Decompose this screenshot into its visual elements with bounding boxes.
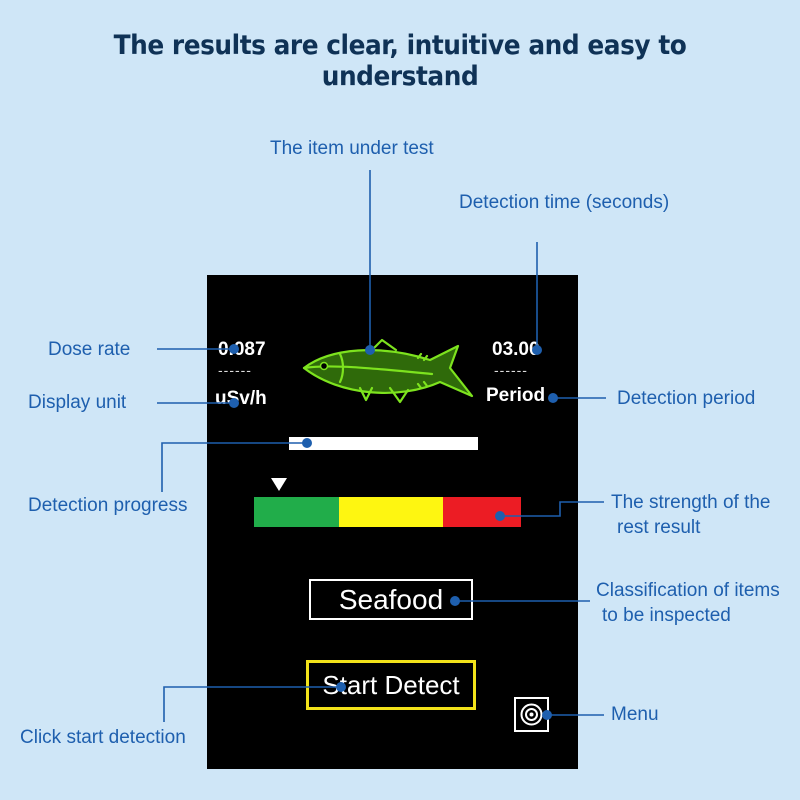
detection-time-divider: ------ (494, 362, 528, 378)
result-scale-green (254, 497, 339, 527)
callout-dose-rate: Dose rate (48, 339, 131, 360)
callout-classification-line2: to be inspected (602, 605, 731, 626)
dose-rate-value: 0.087 (218, 339, 266, 360)
detection-time-value: 03.00 (492, 339, 540, 360)
headline: The results are clear, intuitive and eas… (113, 30, 687, 92)
start-detect-button[interactable]: Start Detect (306, 660, 476, 710)
callout-strength-line1: The strength of the (611, 492, 771, 513)
period-label: Period (486, 385, 546, 406)
menu-button[interactable] (514, 697, 549, 732)
display-unit: uSv/h (215, 388, 267, 409)
result-scale-red (443, 497, 521, 527)
dose-rate-divider: ------ (218, 362, 252, 378)
target-menu-icon (520, 703, 543, 726)
callout-strength-line2: rest result (617, 517, 701, 538)
category-selector[interactable]: Seafood (309, 579, 473, 620)
result-marker (271, 478, 287, 491)
result-scale-yellow (339, 497, 443, 527)
callout-display-unit: Display unit (28, 392, 127, 413)
callout-menu: Menu (611, 704, 659, 725)
callout-click-start: Click start detection (20, 727, 186, 748)
callout-detection-time: Detection time (seconds) (459, 192, 670, 213)
callout-item-under-test: The item under test (270, 138, 434, 159)
callout-detection-progress: Detection progress (28, 495, 188, 516)
callout-classification-line1: Classification of items (596, 580, 780, 601)
callout-detection-period: Detection period (617, 388, 756, 409)
detection-progress-bar (289, 437, 478, 450)
tuna-fish-icon (302, 338, 474, 404)
